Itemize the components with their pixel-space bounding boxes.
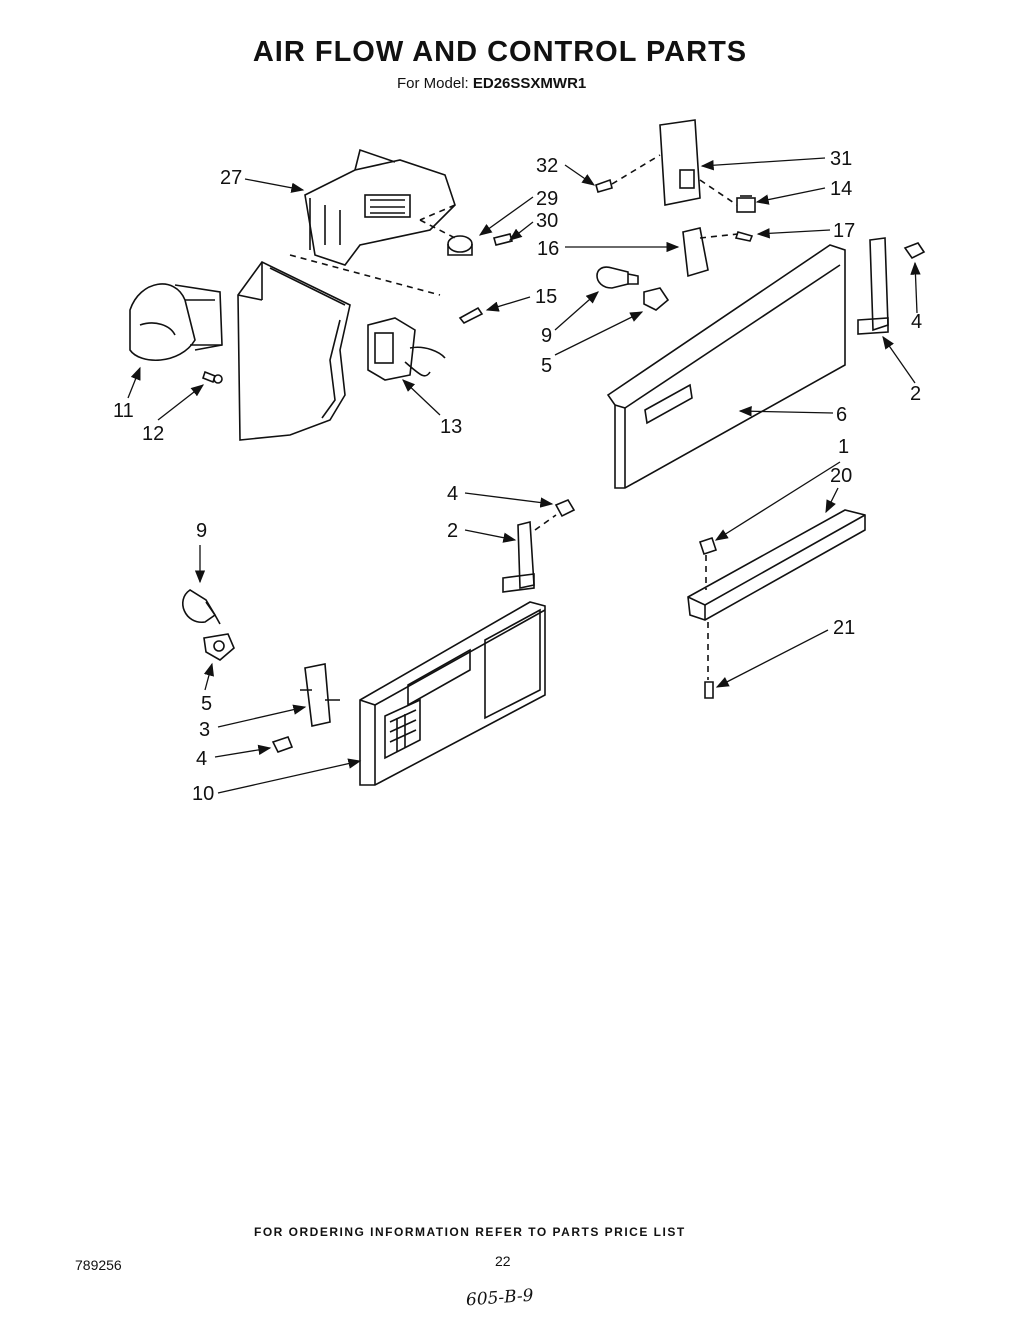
part-5-socket-upper [643,287,670,311]
part-21-screw [704,681,714,699]
part-17-screw [734,231,754,242]
part-32-screw [595,178,613,193]
page-number: 22 [495,1253,511,1269]
part-1-clip [698,536,718,556]
callout-32: 32 [536,155,558,177]
callout-5-lower: 5 [201,693,212,715]
part-9-light-bulb-lower [181,589,221,625]
part-20-trim [687,509,866,621]
part-4-socket-middle [554,498,576,518]
part-3-bracket [300,663,340,727]
part-6-control-panel [606,244,846,489]
part-10-control-panel-lower [359,601,546,786]
part-14-switch [736,195,756,213]
part-9-light-bulb-upper [596,266,639,289]
document-number: 789256 [75,1257,122,1273]
callout-14: 14 [830,178,852,200]
part-2-bracket-upper [857,237,889,335]
part-2-bracket-middle [502,520,535,593]
callout-29: 29 [536,188,558,210]
part-5-socket-lower [203,633,235,661]
callout-9-upper: 9 [541,325,552,347]
callout-5-upper: 5 [541,355,552,377]
callout-1: 1 [838,436,849,458]
part-4-socket-lower [271,736,294,753]
callout-11: 11 [113,400,134,422]
callout-27: 27 [220,167,242,189]
model-label: For Model: [397,75,469,92]
callout-16: 16 [537,238,559,260]
callout-4-lower: 4 [196,748,207,770]
part-27-diffuser-housing [304,148,456,266]
model-line: For Model: ED26SSXMWR1 [397,75,586,92]
page-title: AIR FLOW AND CONTROL PARTS [252,36,748,68]
callout-20: 20 [830,465,852,487]
callout-4-middle: 4 [447,483,458,505]
callout-9-lower: 9 [196,520,207,542]
part-11-fan-motor [129,283,223,361]
model-number: ED26SSXMWR1 [472,75,587,92]
callout-17: 17 [833,220,855,242]
part-31-light-switch-bracket [659,119,701,206]
air-duct-panel [237,260,351,441]
callout-4-upper: 4 [911,311,922,333]
part-4-socket-upper [903,242,926,260]
callout-13: 13 [440,416,462,438]
callout-30: 30 [536,210,558,232]
callout-10: 10 [192,783,214,805]
part-30-screw [493,233,513,246]
part-16-light-switch [682,227,709,278]
callout-21: 21 [833,617,855,639]
callout-12: 12 [142,423,164,445]
part-29-knob [447,235,473,256]
callout-2-middle: 2 [447,520,458,542]
part-12-screw [202,370,223,384]
part-15-screw [458,306,484,325]
callout-2-upper: 2 [910,383,921,405]
callout-6: 6 [836,404,847,426]
ordering-note: FOR ORDERING INFORMATION REFER TO PARTS … [254,1225,686,1239]
part-13-thermostat-control [367,317,446,381]
callout-15: 15 [535,286,557,308]
callout-31: 31 [830,148,852,170]
callout-3: 3 [199,719,210,741]
